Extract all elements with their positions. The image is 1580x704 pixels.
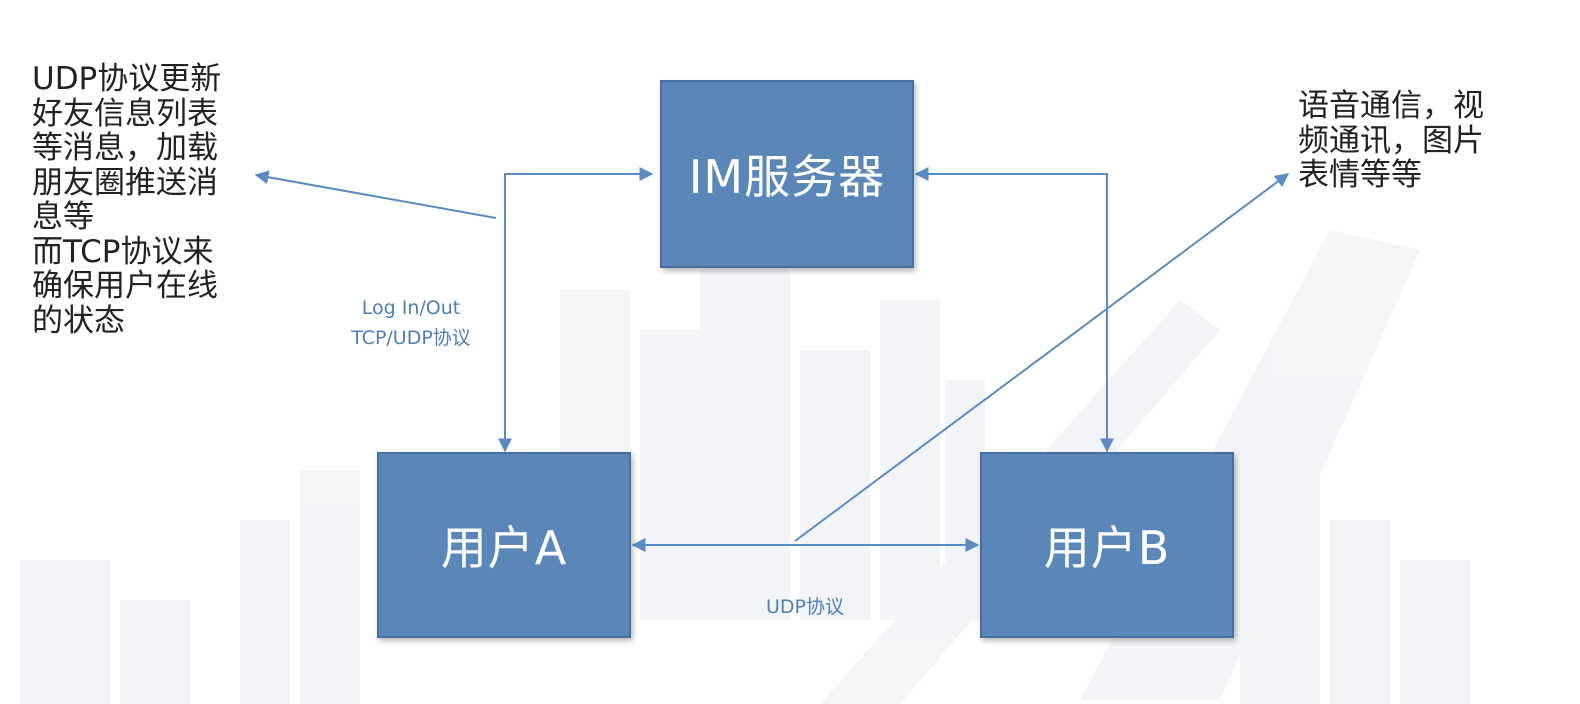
login-edge-label-line2: TCP/UDP协议 <box>351 327 471 349</box>
im-server-label: IM服务器 <box>688 150 886 204</box>
connector-server-user-a <box>498 167 654 453</box>
left-annotation: UDP协议更新 好友信息列表 等消息，加载 朋友圈推送消 息等 而TCP协议来 … <box>32 61 222 339</box>
udp-edge-label: UDP协议 <box>766 596 844 618</box>
connector-to-right-note <box>794 173 1290 542</box>
user-b-label: 用户B <box>1043 521 1171 575</box>
login-edge-label-line1: Log In/Out <box>361 297 461 319</box>
user-a-label: 用户A <box>440 521 568 575</box>
right-annotation: 语音通信，视 频通讯，图片 表情等等 <box>1298 88 1484 193</box>
user-b-node: 用户B <box>980 452 1234 638</box>
connector-server-user-b <box>914 167 1114 453</box>
user-a-node: 用户A <box>377 452 631 638</box>
connector-to-left-note <box>254 170 497 219</box>
login-edge-label: Log In/Out TCP/UDP协议 <box>320 293 502 353</box>
im-server-node: IM服务器 <box>660 80 914 268</box>
